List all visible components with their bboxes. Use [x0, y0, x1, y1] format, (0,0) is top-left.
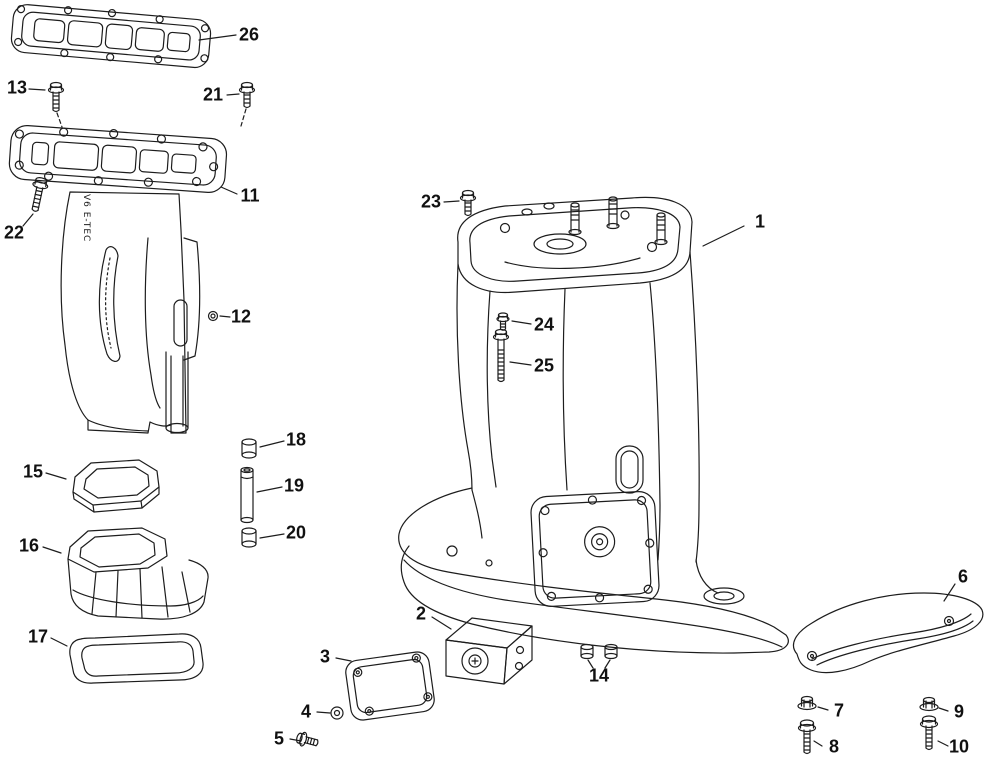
leader-line-25	[509, 361, 532, 366]
callout-label-26: 26	[238, 24, 260, 45]
callout-label-13: 13	[6, 77, 28, 98]
leader-line-3	[335, 657, 352, 662]
housing-stamp-text: V6 E-TEC	[81, 194, 91, 242]
part-18-bushing-drawing	[241, 438, 257, 459]
leader-lines	[22, 34, 956, 747]
part-14-bushings-drawing	[580, 643, 618, 660]
leader-line-1	[702, 225, 745, 247]
part-4-washer-drawing	[330, 706, 344, 720]
part-12-drawing	[207, 310, 219, 322]
part-5-bolt-drawing	[296, 731, 319, 747]
part-19-tube-drawing	[240, 466, 254, 524]
part-3-cover-drawing	[345, 651, 435, 721]
callout-label-14: 14	[588, 665, 610, 686]
leader-line-5	[289, 738, 302, 742]
part-17-gasket-drawing	[69, 633, 204, 684]
part-1-housing-drawing	[398, 196, 789, 654]
leader-line-20	[259, 533, 285, 539]
leader-line-21-dashed	[240, 108, 247, 127]
part-13-bolt-drawing	[47, 81, 65, 113]
leader-line-13-dashed	[56, 112, 63, 128]
part-9-nut-drawing	[919, 696, 939, 712]
part-22-bolt-drawing	[31, 177, 49, 212]
part-21-bolt-drawing	[238, 81, 256, 109]
callout-label-7: 7	[833, 700, 845, 721]
callout-label-9: 9	[953, 701, 965, 722]
callout-label-10: 10	[948, 736, 970, 757]
part-24-screw-drawing	[496, 312, 510, 331]
callout-label-17: 17	[27, 626, 49, 647]
leader-line-26	[198, 34, 237, 41]
callout-label-6: 6	[957, 566, 969, 587]
part-20-bushing-drawing	[241, 527, 257, 548]
leader-line-7	[817, 706, 829, 711]
callout-label-2: 2	[415, 603, 427, 624]
callout-label-19: 19	[283, 475, 305, 496]
part-11-housing-body-drawing: V6 E-TEC	[60, 191, 201, 434]
callout-label-15: 15	[22, 461, 44, 482]
leader-line-15	[45, 472, 67, 480]
part-8-bolt-drawing	[797, 719, 817, 755]
leader-line-2	[431, 616, 452, 630]
part-6-plate-drawing	[792, 592, 984, 674]
part-25-bolt-drawing	[492, 328, 510, 383]
leader-line-13	[28, 88, 46, 91]
part-2-mount-drawing	[445, 617, 533, 685]
part-23-bolt-drawing	[459, 189, 477, 217]
callout-label-8: 8	[828, 736, 840, 757]
leader-line-9	[938, 707, 949, 712]
callout-label-24: 24	[533, 314, 555, 335]
callout-label-23: 23	[420, 191, 442, 212]
leader-line-16	[42, 546, 62, 554]
callout-label-22: 22	[3, 222, 25, 243]
leader-line-14b	[604, 659, 611, 669]
callout-label-21: 21	[202, 84, 224, 105]
leader-line-14a	[587, 659, 594, 669]
callout-label-11: 11	[240, 185, 260, 206]
leader-line-10	[937, 740, 949, 747]
leader-line-17	[50, 637, 68, 647]
callout-label-1: 1	[754, 211, 766, 232]
callout-label-12: 12	[230, 306, 252, 327]
part-26-drawing	[10, 4, 212, 69]
callout-label-25: 25	[533, 355, 555, 376]
callout-label-3: 3	[319, 646, 331, 667]
part-15-seal-drawing	[72, 459, 160, 513]
leader-line-22	[22, 213, 34, 227]
part-16-drawing	[67, 527, 209, 620]
callout-label-16: 16	[18, 535, 40, 556]
leader-line-23	[443, 200, 460, 203]
leader-line-8	[813, 740, 823, 747]
leader-line-4	[316, 711, 331, 714]
leader-line-11	[220, 186, 238, 195]
leader-line-21	[226, 93, 240, 96]
part-11-flange-drawing	[8, 125, 228, 193]
leader-line-12	[219, 315, 231, 318]
part-10-bolt-drawing	[919, 715, 939, 751]
callout-label-4: 4	[300, 701, 312, 722]
callout-label-18: 18	[285, 429, 307, 450]
callout-label-5: 5	[273, 728, 285, 749]
callout-label-20: 20	[285, 522, 307, 543]
leader-line-19	[256, 486, 283, 493]
leader-line-18	[259, 440, 285, 448]
leader-line-24	[511, 320, 532, 325]
leader-line-6	[943, 583, 956, 602]
part-7-nut-drawing	[797, 695, 817, 711]
